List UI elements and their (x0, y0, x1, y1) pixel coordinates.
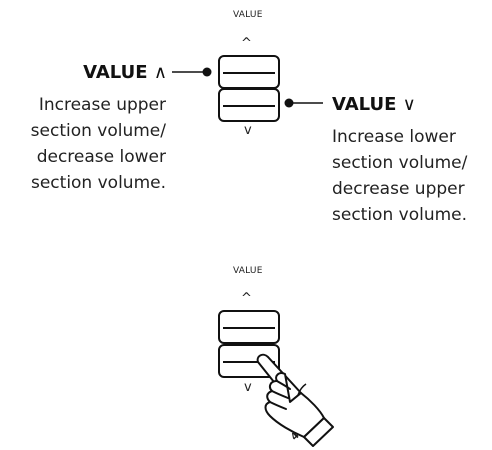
value-up-heading: VALUE ∧ (83, 62, 167, 83)
value-up-description: Increase upper section volume/ decrease … (31, 92, 166, 196)
description-line: decrease lower (36, 147, 166, 167)
top-panel-label: VALUE (233, 10, 263, 20)
bottom-value-up-button[interactable] (218, 310, 280, 344)
value-down-button[interactable] (218, 88, 280, 122)
up-leader-dot (202, 67, 212, 77)
description-line: decrease upper (332, 179, 465, 199)
value-down-description: Increase lower section volume/ decrease … (332, 124, 467, 228)
up-arrow-icon: ∧ (153, 62, 167, 83)
description-line: section volume. (332, 205, 468, 225)
value-down-heading: VALUE ∨ (332, 94, 416, 115)
description-line: Increase lower (332, 127, 456, 147)
top-down-caret: v (244, 123, 252, 138)
description-line: section volume/ (332, 153, 468, 173)
bottom-up-caret: ^ (241, 291, 252, 306)
description-line: section volume. (30, 173, 166, 193)
top-up-caret: ^ (241, 36, 252, 51)
value-down-title: VALUE (332, 94, 397, 115)
value-up-title: VALUE (83, 62, 148, 83)
down-arrow-icon: ∨ (402, 94, 416, 115)
description-line: section volume/ (30, 121, 166, 141)
bottom-panel-label: VALUE (233, 266, 263, 276)
description-line: Increase upper (38, 95, 166, 115)
bottom-down-caret: v (244, 380, 252, 395)
